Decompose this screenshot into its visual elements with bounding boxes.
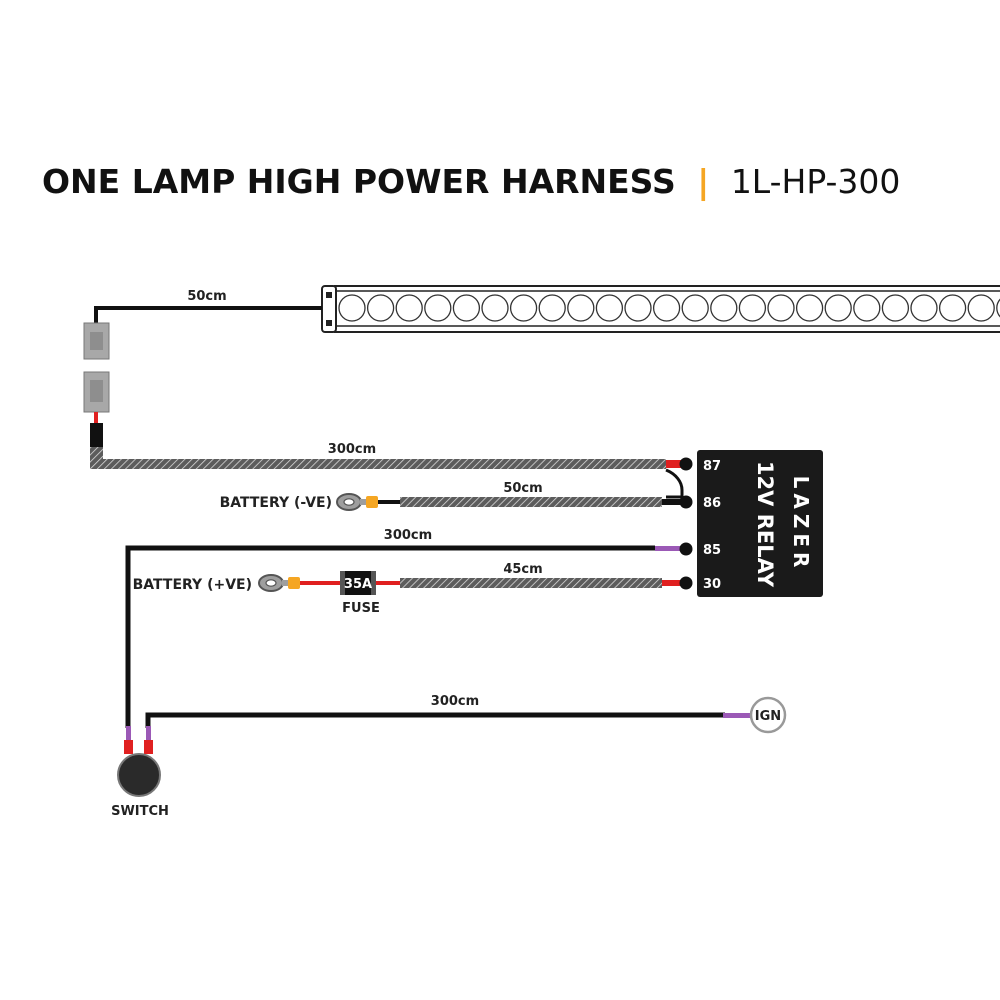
- led-lens: [481, 294, 509, 322]
- relay-label: 12V RELAY: [753, 461, 777, 588]
- battery-neg-lead: [336, 493, 684, 511]
- battery-neg-length: 50cm: [503, 481, 542, 496]
- relay: 87 86 85 30 12V RELAY LAZER: [679, 450, 823, 597]
- led-lens: [881, 294, 910, 322]
- led-lens: [767, 294, 795, 322]
- lamp-lead-length: 50cm: [187, 289, 226, 304]
- led-lens: [795, 294, 824, 322]
- led-lens: [710, 294, 738, 322]
- relay-jumper-wire: [665, 468, 684, 499]
- switch-label: SWITCH: [111, 804, 169, 819]
- battery-pos-lead: [258, 574, 684, 592]
- led-lens: [910, 294, 938, 322]
- title-separator: |: [697, 162, 709, 201]
- led-lens: [424, 294, 452, 322]
- led-lens: [738, 294, 767, 322]
- led-lens: [624, 294, 652, 322]
- led-lens: [595, 294, 624, 322]
- relay-85-purple-tip: [655, 546, 685, 551]
- led-lens: [938, 294, 967, 322]
- relay-pin-85: 85: [703, 543, 721, 558]
- battery-neg-label: BATTERY (-VE): [220, 495, 332, 511]
- battery-pos-length: 45cm: [503, 562, 542, 577]
- led-lens: [567, 294, 595, 322]
- ign-wire: [145, 712, 725, 728]
- lamp-lead-wire: [94, 306, 322, 326]
- led-lens: [967, 294, 995, 322]
- relay-brand-logo: LAZER: [789, 476, 813, 573]
- harness-code: 1L-HP-300: [731, 162, 901, 201]
- fuse: 35A: [340, 571, 376, 595]
- relay-pin-30: 30: [703, 577, 721, 592]
- relay-87-harness: [90, 447, 684, 469]
- led-lens: [366, 294, 395, 322]
- title-text: ONE LAMP HIGH POWER HARNESS | 1L-HP-300: [42, 162, 900, 201]
- pin-87-terminal: [679, 457, 693, 471]
- fuse-rating: 35A: [344, 577, 372, 592]
- lamp-connector: [83, 322, 110, 447]
- led-lens: [853, 294, 881, 322]
- ign-label: IGN: [755, 709, 781, 724]
- relay-85-length: 300cm: [384, 528, 432, 543]
- ign-terminal: [749, 696, 787, 734]
- ign-lead-length: 300cm: [431, 694, 479, 709]
- light-bar: [321, 285, 1000, 333]
- relay-85-wire: [125, 545, 655, 728]
- pin-30-terminal: [679, 576, 693, 590]
- fuse-label: FUSE: [342, 601, 380, 616]
- led-lens: [395, 294, 423, 322]
- led-lens: [338, 294, 366, 322]
- led-lens: [681, 294, 709, 322]
- harness-title: ONE LAMP HIGH POWER HARNESS: [42, 162, 676, 201]
- led-lens: [538, 294, 566, 322]
- relay-87-length: 300cm: [328, 442, 376, 457]
- led-lens: [824, 294, 852, 322]
- led-lens: [996, 298, 1000, 318]
- light-bar-leds: [338, 294, 1000, 322]
- relay-pin-87: 87: [703, 459, 721, 474]
- ign-purple-tip: [723, 713, 753, 718]
- pin-85-terminal: [679, 542, 693, 556]
- pin-86-terminal: [679, 495, 693, 509]
- switch: [117, 726, 161, 797]
- battery-pos-label: BATTERY (+VE): [133, 577, 252, 593]
- relay-pin-86: 86: [703, 496, 721, 511]
- led-lens: [452, 294, 481, 322]
- led-lens: [509, 294, 538, 322]
- led-lens: [652, 294, 681, 322]
